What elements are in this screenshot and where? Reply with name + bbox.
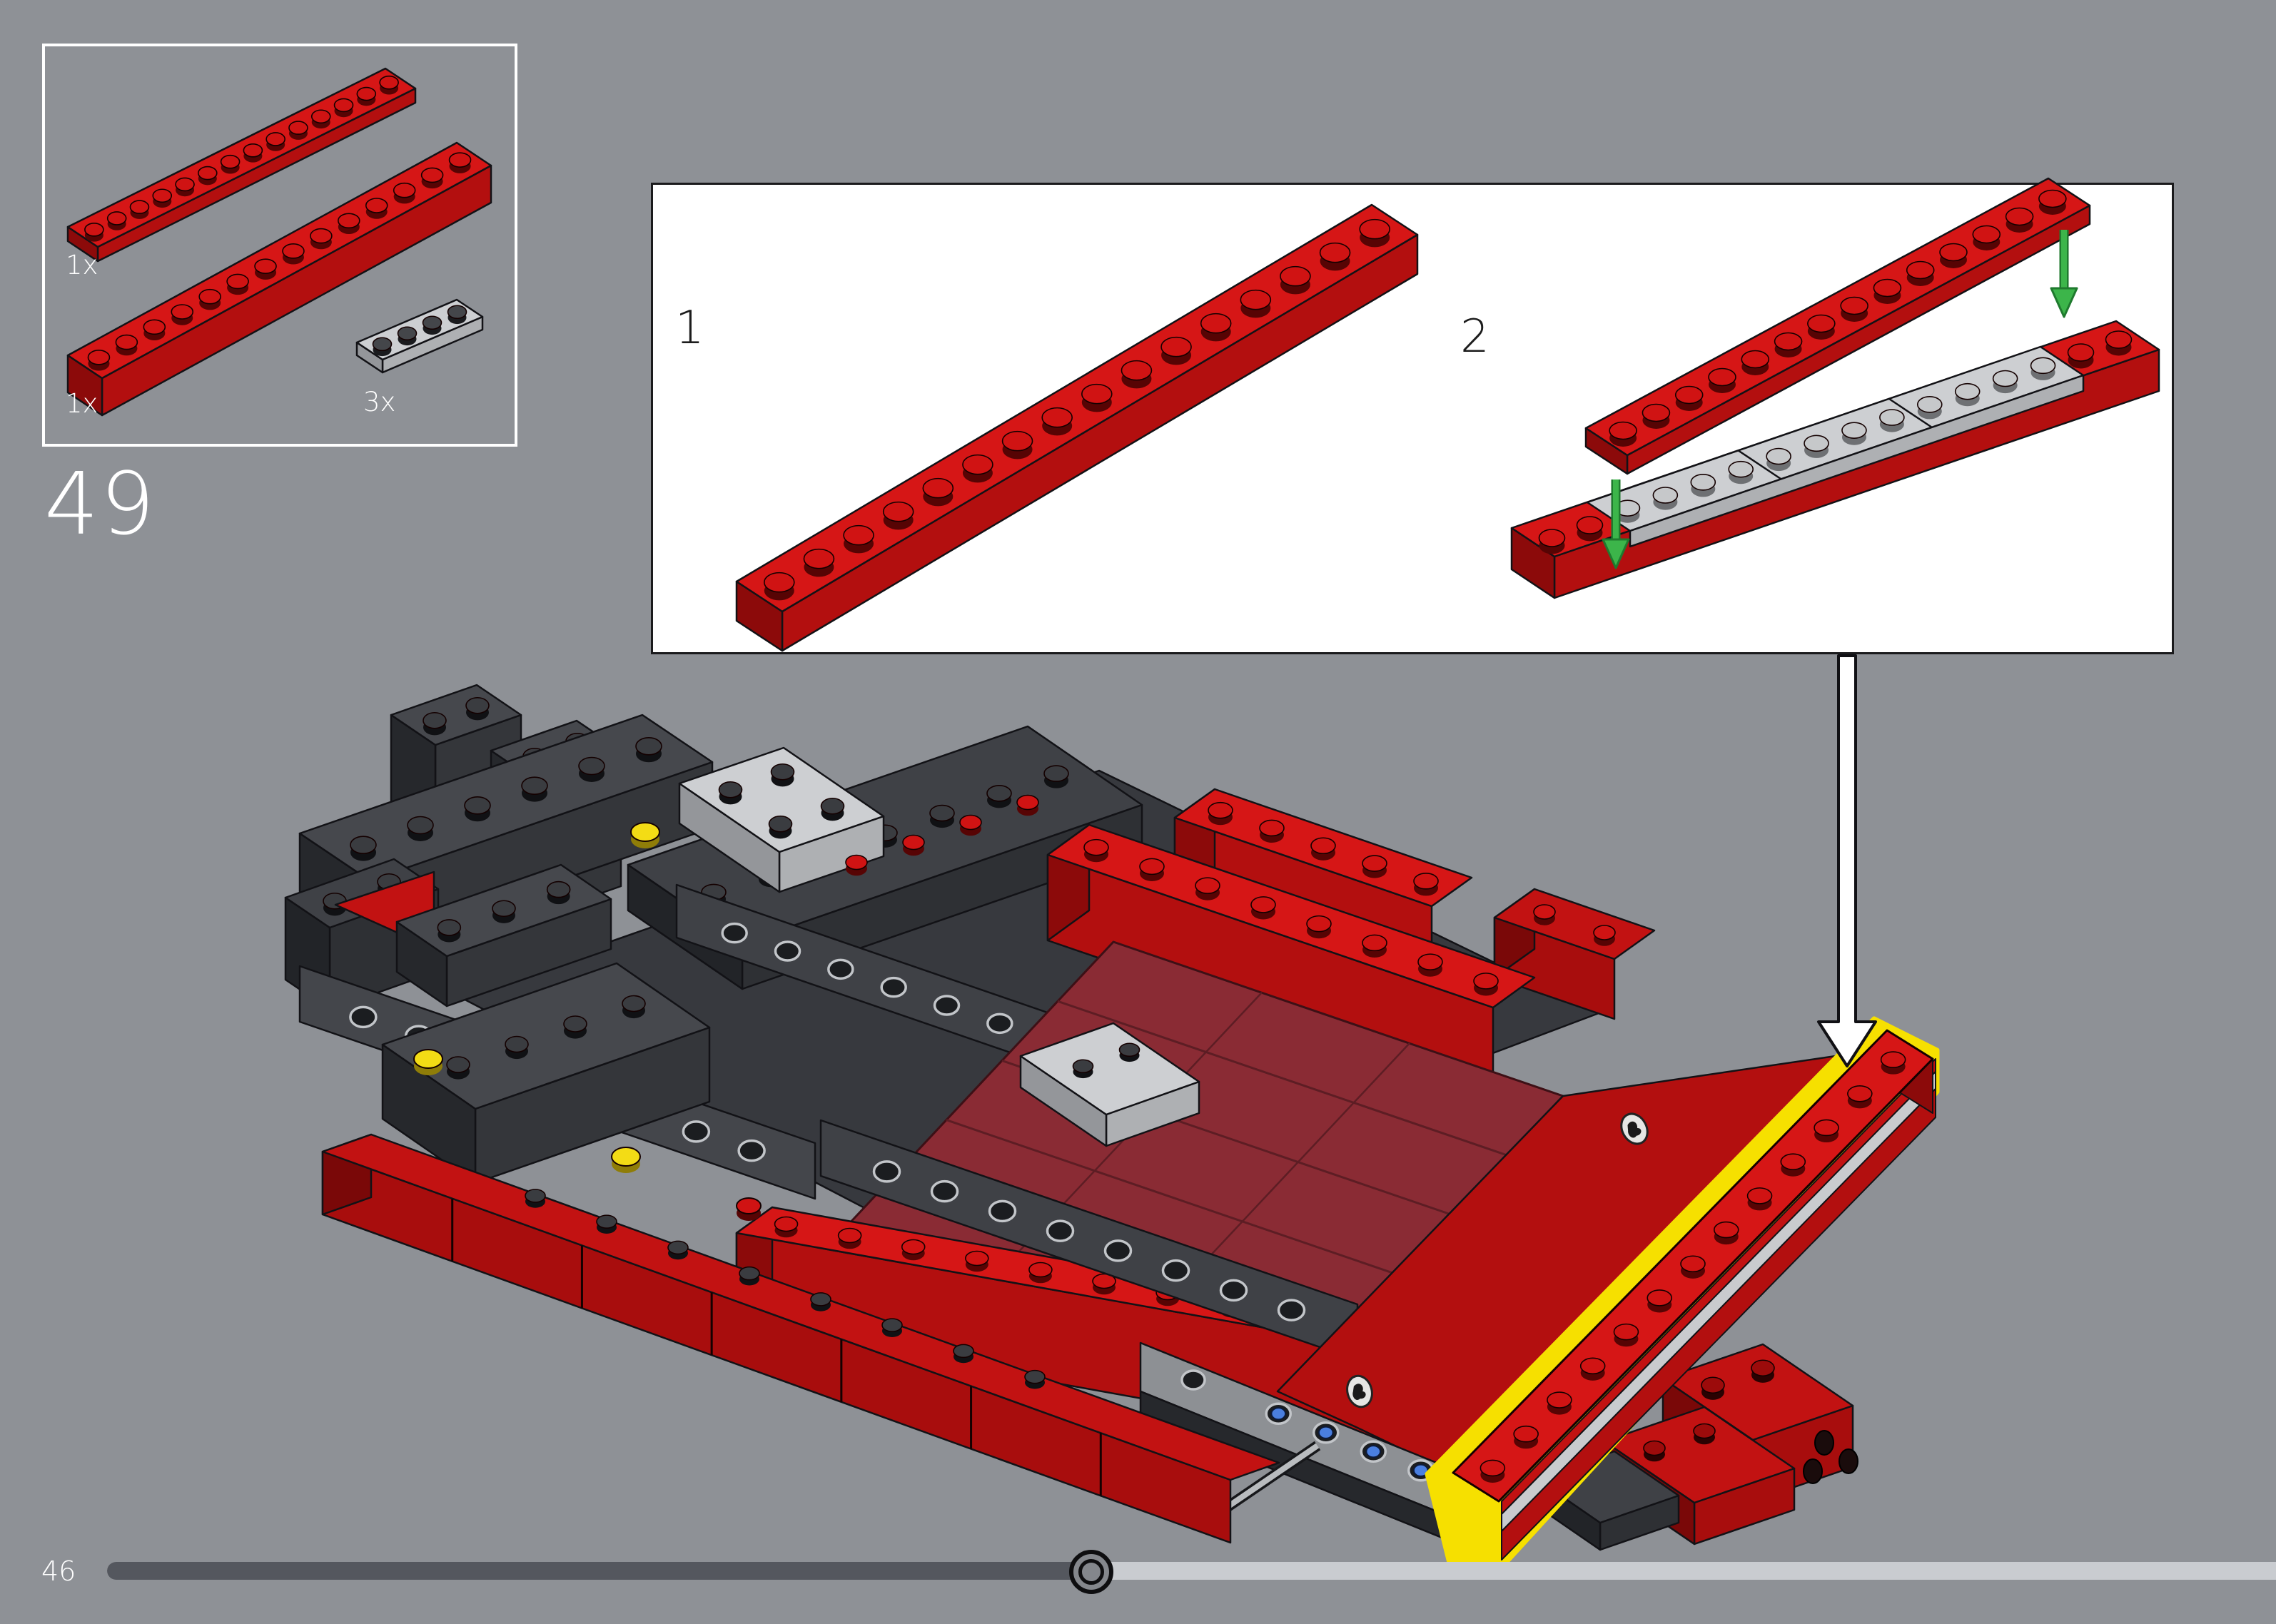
model-3d-viewport[interactable] (236, 664, 1984, 1548)
parts-list-panel (42, 44, 517, 447)
progress-handle[interactable] (1069, 1550, 1113, 1594)
part-qty-label: 1x (66, 388, 98, 419)
step-number: 49 (44, 455, 156, 554)
substep-callout-box (651, 183, 2174, 654)
stud-knob-icon (1078, 1559, 1104, 1585)
part-qty-label: 1x (66, 250, 98, 280)
substep-1-label: 1 (675, 302, 704, 355)
substep-2-label: 2 (1460, 310, 1489, 363)
part-qty-label: 3x (363, 387, 396, 417)
progress-fill (107, 1562, 1091, 1580)
page-number: 46 (41, 1556, 76, 1587)
